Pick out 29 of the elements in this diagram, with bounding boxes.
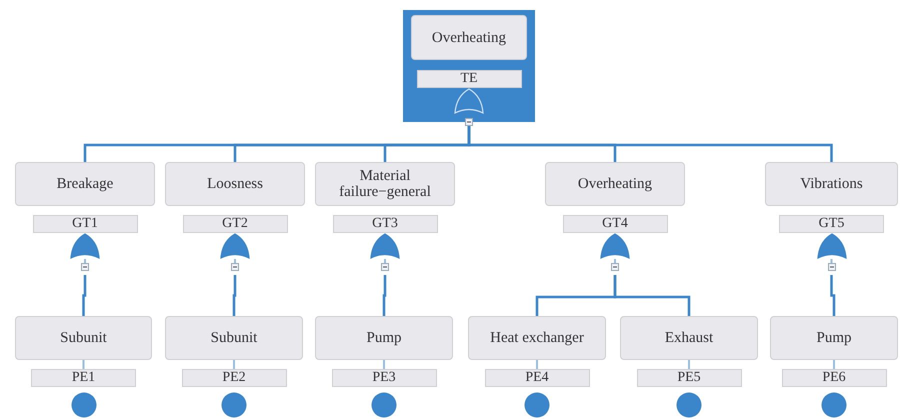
event-label: Subunit [210, 330, 258, 346]
event-label: Breakage [56, 176, 114, 192]
connector-line [614, 275, 690, 316]
event-label: Subunit [60, 330, 107, 346]
event-id-label: PE6 [782, 369, 886, 387]
event-label: Overheating [432, 30, 506, 46]
event-label: Loosness [207, 176, 263, 192]
event-id-label: PE3 [332, 369, 436, 387]
event-id-label: TE [416, 70, 522, 88]
event-id-label: PE2 [182, 369, 286, 387]
event-id-label: PE4 [484, 369, 590, 387]
event-label: Pump [816, 330, 852, 346]
event-id-label: GT2 [182, 215, 288, 233]
event-label: Vibrations [800, 176, 863, 192]
event-label: Heat exchanger [490, 330, 584, 346]
connector-line [232, 275, 236, 316]
connector-line [830, 275, 836, 316]
event-id-label: PE1 [31, 369, 136, 387]
connector-line [382, 275, 386, 316]
event-label: Pump [366, 330, 402, 346]
event-id-label: GT4 [562, 215, 668, 233]
connector-line [82, 275, 86, 316]
event-label: Exhaust [664, 330, 714, 346]
event-id-label: GT3 [332, 215, 438, 233]
event-id-label: GT1 [32, 215, 138, 233]
event-label: Overheating [578, 176, 652, 192]
event-label: Material failure−general [338, 168, 432, 200]
event-id-label: GT5 [779, 215, 884, 233]
event-id-label: PE5 [636, 369, 742, 387]
